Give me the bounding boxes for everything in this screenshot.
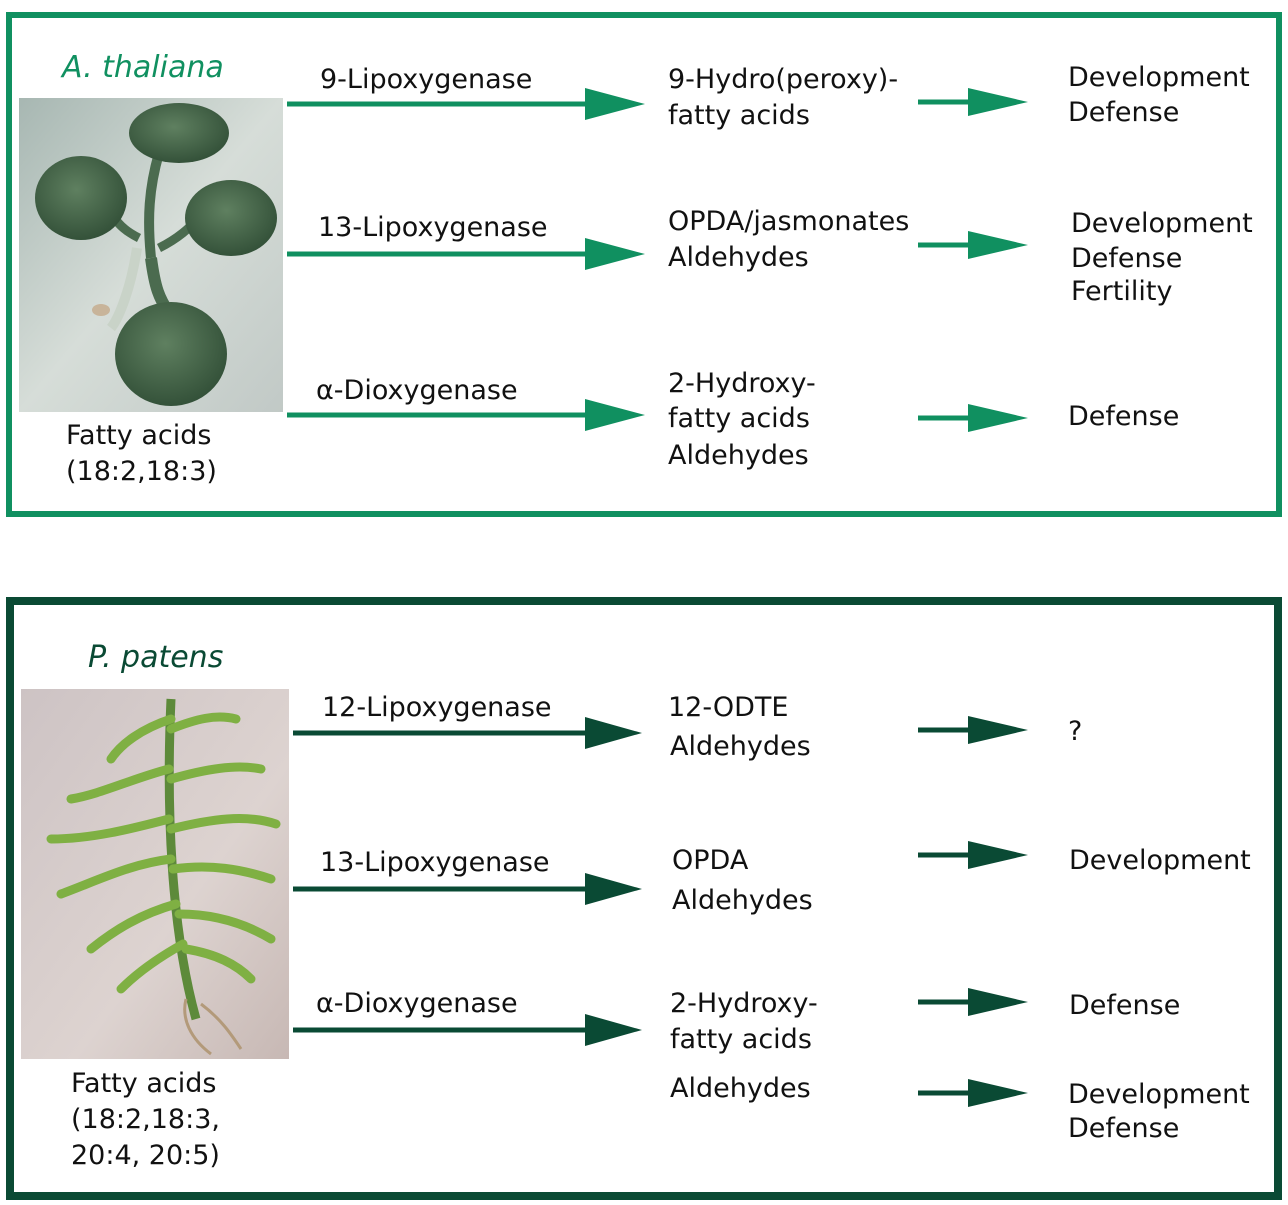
function-label: Defense — [1068, 97, 1180, 128]
enzyme-label: 9-Lipoxygenase — [320, 64, 533, 95]
species-label-arabidopsis: A. thaliana — [62, 50, 224, 85]
physcomitrella-panel — [6, 597, 1282, 1200]
substrate-label: (18:2,18:3) — [66, 456, 217, 487]
arabidopsis-seedling-photo — [19, 98, 283, 412]
enzyme-label: 12-Lipoxygenase — [322, 692, 552, 723]
function-label: Development — [1068, 1079, 1250, 1110]
product-label: Aldehydes — [668, 440, 809, 471]
arabidopsis-panel — [6, 12, 1282, 517]
product-label: fatty acids — [668, 100, 810, 131]
function-label: Defense — [1069, 990, 1181, 1021]
product-label: 2-Hydroxy- — [668, 368, 816, 399]
product-label: 12-ODTE — [668, 692, 789, 723]
product-label: Aldehydes — [670, 1073, 811, 1104]
moss-photo — [21, 689, 289, 1059]
function-label: ? — [1068, 716, 1083, 747]
substrate-label: (18:2,18:3, — [71, 1104, 220, 1135]
substrate-label: 20:4, 20:5) — [71, 1140, 220, 1171]
enzyme-label: α-Dioxygenase — [316, 988, 518, 1019]
product-label: Aldehydes — [668, 242, 809, 273]
function-label: Defense — [1071, 243, 1183, 274]
substrate-label: Fatty acids — [66, 420, 212, 451]
enzyme-label: α-Dioxygenase — [316, 375, 518, 406]
product-label: OPDA — [672, 845, 749, 876]
product-label: fatty acids — [668, 403, 810, 434]
function-label: Defense — [1068, 1113, 1180, 1144]
product-label: 2-Hydroxy- — [670, 988, 818, 1019]
function-label: Development — [1069, 845, 1251, 876]
product-label: 9-Hydro(peroxy)- — [668, 64, 899, 95]
function-label: Development — [1071, 208, 1253, 239]
substrate-label: Fatty acids — [71, 1068, 217, 1099]
product-label: fatty acids — [670, 1024, 812, 1055]
product-label: Aldehydes — [672, 885, 813, 916]
product-label: OPDA/jasmonates — [668, 206, 910, 237]
enzyme-label: 13-Lipoxygenase — [318, 212, 548, 243]
function-label: Defense — [1068, 401, 1180, 432]
function-label: Development — [1068, 62, 1250, 93]
enzyme-label: 13-Lipoxygenase — [320, 847, 550, 878]
function-label: Fertility — [1071, 276, 1173, 307]
product-label: Aldehydes — [670, 731, 811, 762]
species-label-physcomitrella: P. patens — [88, 640, 224, 675]
